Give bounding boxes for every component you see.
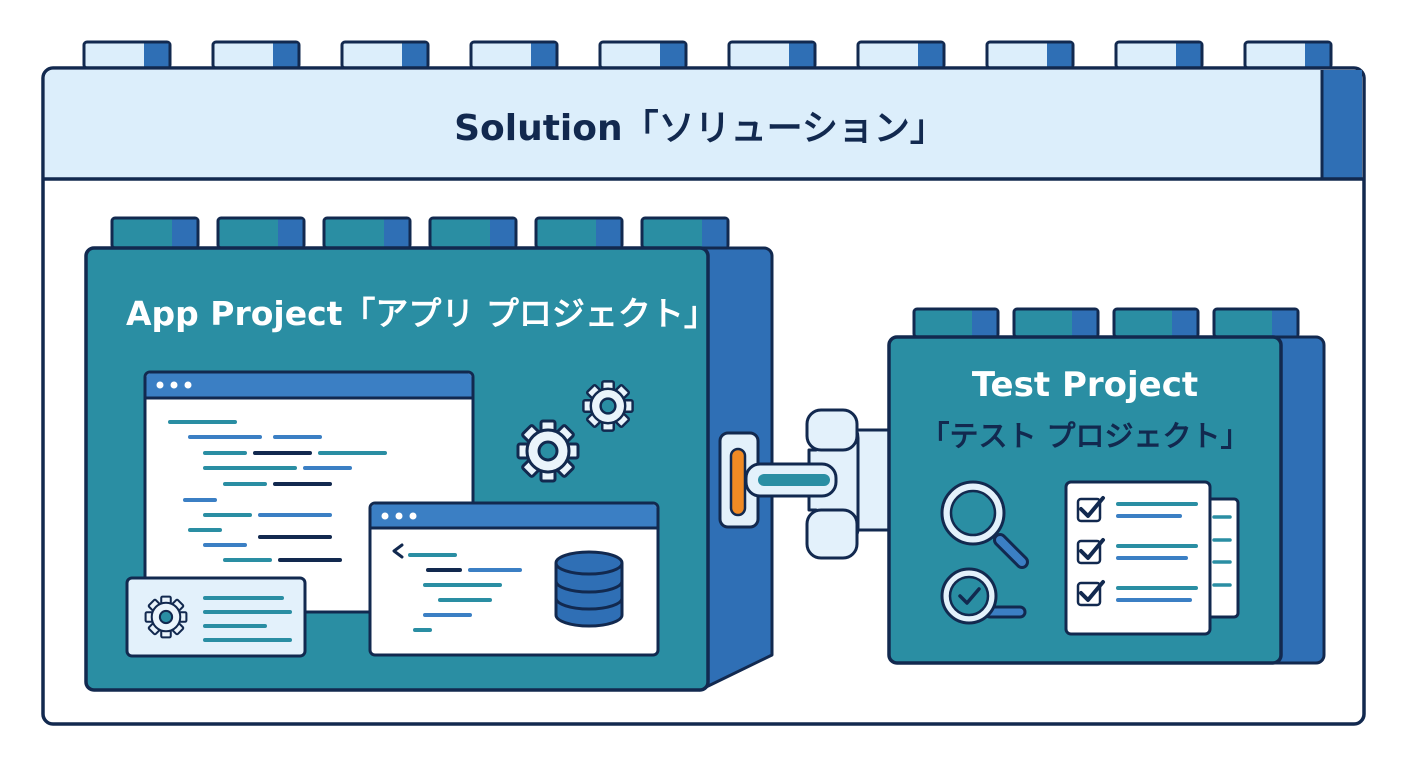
checklist-item — [1076, 538, 1198, 565]
checklist-icon — [1064, 480, 1240, 636]
gear-icon — [516, 419, 580, 483]
app-project-block: App Project「アプリ プロジェクト」 — [84, 216, 774, 692]
checklist-item — [1076, 580, 1198, 607]
code-editor-window — [143, 370, 475, 614]
app-project-studs — [110, 216, 730, 250]
check-magnifier-icon — [940, 567, 1027, 625]
test-project-title-line1: Test Project — [972, 365, 1198, 405]
app-project-title: App Project「アプリ プロジェクト」 — [126, 294, 717, 333]
gear-icon — [582, 380, 634, 432]
database-icon — [554, 550, 624, 628]
test-project-block: Test Project 「テスト プロジェクト」 — [887, 307, 1326, 665]
connector-icon — [718, 408, 893, 560]
magnifier-icon — [940, 480, 1029, 569]
settings-card — [125, 576, 307, 658]
database-window — [368, 501, 660, 657]
solution-title: Solution「ソリューション」 — [454, 108, 946, 149]
checklist-item — [1076, 496, 1198, 523]
gear-icon — [144, 595, 188, 639]
test-project-title-line2: 「テスト プロジェクト」 — [920, 419, 1249, 453]
solution-studs — [82, 40, 1333, 70]
code-lines — [168, 420, 387, 562]
